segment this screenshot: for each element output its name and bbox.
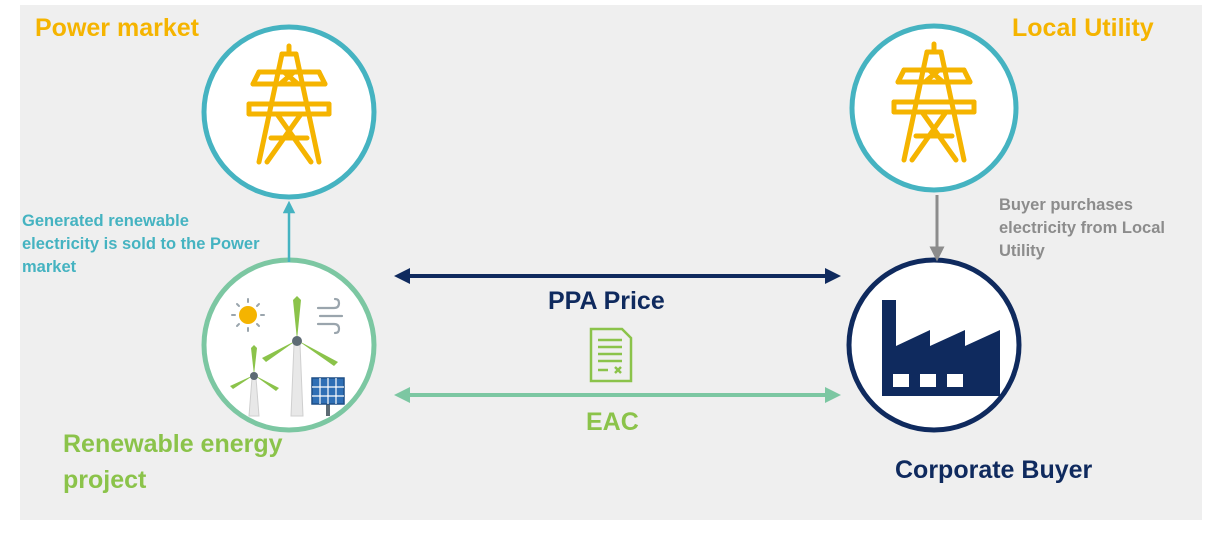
corporate-buyer-node xyxy=(846,257,1022,433)
ppa-price-label: PPA Price xyxy=(548,287,665,315)
power-market-label: Power market xyxy=(35,14,199,42)
buyer-purchases-caption: Buyer purchases electricity from Local U… xyxy=(999,196,1165,260)
renewable-project-node xyxy=(201,257,377,433)
wind-icon xyxy=(316,297,344,335)
local-utility-label: Local Utility xyxy=(1012,14,1154,42)
eac-label: EAC xyxy=(586,408,639,436)
certificate-icon xyxy=(589,327,633,383)
corporate-buyer-label: Corporate Buyer xyxy=(895,456,1093,484)
power-market-node xyxy=(201,24,377,200)
sun-icon xyxy=(231,298,265,332)
local-utility-node xyxy=(849,23,1019,193)
renewable-project-label: Renewable energy project xyxy=(63,430,283,494)
wind-turbine-icon xyxy=(230,345,279,417)
renewable-energy-icon xyxy=(230,296,345,417)
sold-to-market-caption: Generated renewable electricity is sold … xyxy=(22,212,260,276)
factory-icon xyxy=(882,300,1000,396)
solar-panel-icon xyxy=(311,377,345,416)
wind-turbine-icon xyxy=(262,296,338,417)
